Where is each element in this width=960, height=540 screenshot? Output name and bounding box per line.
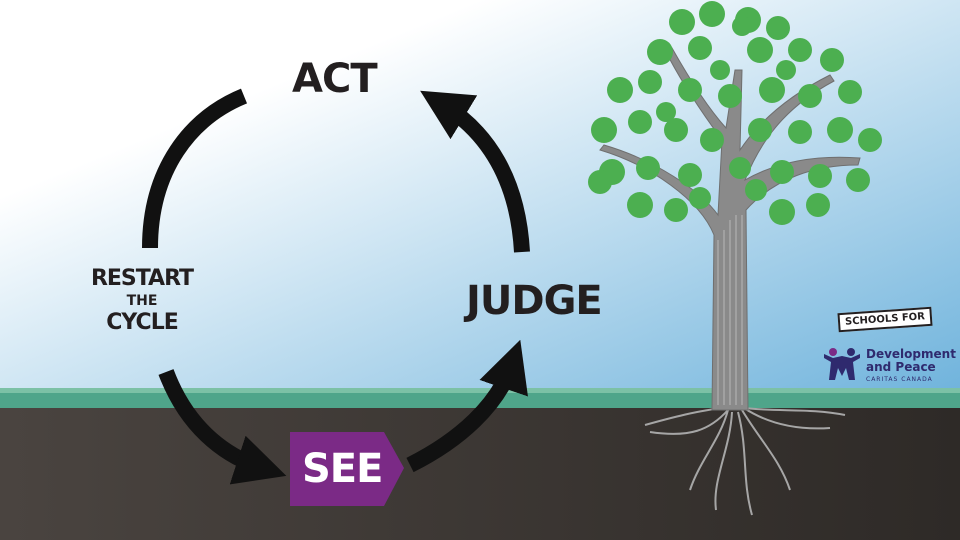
and-peace-line: and Peace xyxy=(866,360,936,374)
judge-label: JUDGE xyxy=(466,278,603,324)
arrow-judge-to-act xyxy=(420,90,530,253)
caritas-canada-text: CARITAS CANADA xyxy=(866,376,933,383)
cycle-line: CYCLE xyxy=(106,310,178,335)
tree-roots xyxy=(644,407,846,516)
arrow-cycle-to-see xyxy=(158,369,287,485)
the-line: THE xyxy=(126,293,158,309)
development-and-peace-text: Development and Peace xyxy=(866,348,956,374)
development-line: Development xyxy=(866,347,956,361)
see-label: SEE xyxy=(302,446,383,492)
tree-leaves xyxy=(588,1,882,225)
grass-edge xyxy=(0,388,960,393)
act-label: ACT xyxy=(292,56,378,102)
people-icon xyxy=(824,348,860,380)
soil xyxy=(0,408,960,540)
restart-line: RESTART xyxy=(90,266,194,291)
restart-the-cycle-label: RESTART THE CYCLE xyxy=(86,266,198,336)
arrow-restart-to-act xyxy=(142,88,248,249)
tree-trunk-texture xyxy=(717,215,743,405)
see-badge xyxy=(290,432,404,506)
arrow-see-to-judge xyxy=(406,339,528,473)
